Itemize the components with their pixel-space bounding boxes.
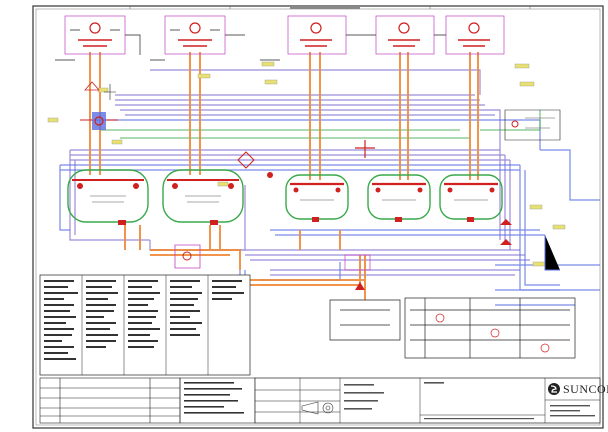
tank-2 [162, 169, 244, 223]
left-equipment [80, 81, 118, 130]
center-valves [174, 140, 375, 290]
tanks [67, 169, 503, 225]
control-circuit [329, 297, 576, 359]
yellow-tags [47, 61, 566, 267]
tank-1 [67, 169, 149, 223]
legend-text-lines [44, 280, 244, 360]
top-assemblies [55, 15, 505, 61]
projection-symbol [301, 401, 334, 415]
title-block: SUNCOM [254, 377, 608, 424]
legend-tables [39, 274, 251, 376]
company-logo: SUNCOM [548, 382, 608, 396]
border-zone-marks [129, 6, 531, 9]
right-instruments [500, 109, 561, 271]
company-logo-text: SUNCOM [563, 382, 608, 396]
assembly-5 [445, 15, 505, 55]
